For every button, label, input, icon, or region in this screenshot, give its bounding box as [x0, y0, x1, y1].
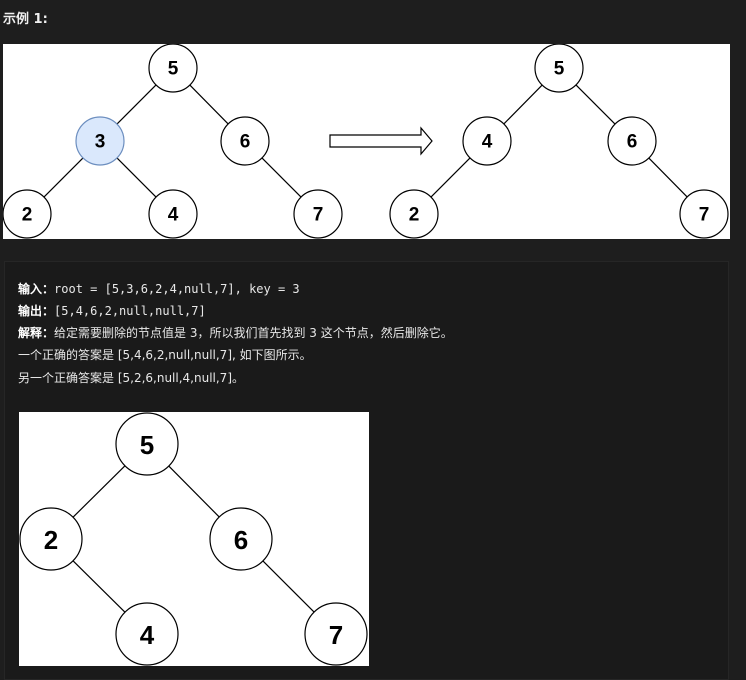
- after-tree-node-label: 4: [482, 132, 493, 153]
- output-value: [5,4,6,2,null,null,7]: [54, 304, 206, 318]
- after-tree-edge-m4-m2: [430, 157, 471, 198]
- after-tree-node-circle: [389, 189, 439, 239]
- answer-line-2: 另一个正确答案是 [5,2,6,null,4,null,7]。: [18, 371, 244, 385]
- alt-tree-edge-k6-k7: [262, 560, 315, 613]
- alt-tree-node-5: 5: [115, 412, 179, 476]
- figure-alternate-answer: 5 2 6 4 7: [19, 412, 369, 666]
- after-tree-node-label: 2: [409, 205, 420, 226]
- before-tree-node-circle: [3, 189, 52, 239]
- alt-tree-node-circle: [19, 507, 83, 571]
- alt-tree-edge-k2-k4: [72, 560, 126, 613]
- figure-before-after: 5 3 6 2 4 7 5 4 6 2 7: [3, 44, 730, 239]
- output-line: 输出：[5,4,6,2,null,null,7]: [18, 303, 206, 319]
- before-tree-edge-n3-n4: [116, 157, 157, 198]
- alt-tree-node-label: 2: [44, 525, 58, 555]
- before-tree-node-5: 5: [148, 44, 198, 93]
- answer-line-1: 一个正确的答案是 [5,4,6,2,null,null,7], 如下图所示。: [18, 348, 312, 362]
- after-tree-node-label: 5: [554, 59, 565, 80]
- after-tree-node-circle: [462, 116, 512, 166]
- alt-tree-node-circle: [209, 507, 273, 571]
- alt-tree-edge-k5-k6: [168, 465, 220, 518]
- before-tree-node-circle: [148, 189, 198, 239]
- before-tree-node-3: 3: [75, 116, 125, 166]
- before-tree-node-circle: [293, 189, 343, 239]
- after-tree-edge-m5-m6: [575, 84, 616, 125]
- after-tree-edge-m5-m4: [503, 84, 543, 125]
- before-tree-node-label: 3: [95, 132, 106, 153]
- after-tree-node-label: 6: [627, 132, 638, 153]
- before-tree-edge-n6-n7: [261, 157, 302, 198]
- after-tree-node-circle: [607, 116, 657, 166]
- after-tree-node-4: 4: [462, 116, 512, 166]
- after-tree-edge-m6-m7: [648, 157, 688, 198]
- figure-before-after-svg: 5 3 6 2 4 7 5 4 6 2 7: [3, 44, 729, 239]
- alt-tree-node-label: 5: [140, 430, 154, 460]
- before-tree-node-2: 2: [3, 189, 52, 239]
- explain-label: 解释：: [18, 326, 55, 340]
- after-tree-node-label: 7: [699, 205, 710, 226]
- before-tree-node-label: 7: [313, 205, 324, 226]
- before-tree-edge-n5-n3: [116, 84, 157, 125]
- alt-tree-node-circle: [115, 602, 179, 666]
- after-tree-node-circle: [679, 189, 729, 239]
- before-tree-edge-n5-n6: [189, 84, 229, 125]
- alt-tree-edge-k5-k2: [72, 465, 126, 518]
- alt-tree-node-circle: [304, 602, 368, 666]
- example-heading: 示例 1:: [3, 12, 48, 27]
- before-tree-node-circle: [75, 116, 125, 166]
- input-line: 输入：root = [5,3,6,2,4,null,7], key = 3: [18, 281, 300, 297]
- after-tree-node-7: 7: [679, 189, 729, 239]
- before-tree-node-label: 2: [22, 205, 33, 226]
- input-value: root = [5,3,6,2,4,null,7], key = 3: [54, 282, 300, 296]
- before-tree-node-circle: [148, 44, 198, 93]
- alt-tree-node-label: 4: [140, 620, 155, 650]
- input-label: 输入：: [18, 282, 55, 296]
- output-label: 输出：: [18, 304, 55, 318]
- before-tree-node-label: 5: [168, 59, 179, 80]
- before-tree-node-7: 7: [293, 189, 343, 239]
- alt-tree-node-6: 6: [209, 507, 273, 571]
- alt-tree-node-label: 7: [329, 620, 343, 650]
- alt-tree-node-7: 7: [304, 602, 368, 666]
- alt-tree-node-4: 4: [115, 602, 179, 666]
- after-tree-node-circle: [534, 44, 584, 93]
- before-tree-edge-n3-n2: [43, 157, 84, 198]
- alt-tree-node-2: 2: [19, 507, 83, 571]
- after-tree-node-6: 6: [607, 116, 657, 166]
- before-tree-node-label: 4: [168, 205, 179, 226]
- before-tree-node-label: 6: [240, 132, 251, 153]
- arrow-icon: [329, 126, 433, 156]
- before-tree-node-6: 6: [220, 116, 270, 166]
- alt-tree-node-label: 6: [234, 525, 248, 555]
- explain-text: 给定需要删除的节点值是 3，所以我们首先找到 3 这个节点，然后删除它。: [54, 326, 453, 340]
- before-tree-node-circle: [220, 116, 270, 166]
- explain-line: 解释：给定需要删除的节点值是 3，所以我们首先找到 3 这个节点，然后删除它。: [18, 325, 453, 341]
- after-tree-node-5: 5: [534, 44, 584, 93]
- after-tree-node-2: 2: [389, 189, 439, 239]
- figure-alternate-answer-svg: 5 2 6 4 7: [19, 412, 368, 666]
- before-tree-node-4: 4: [148, 189, 198, 239]
- alt-tree-node-circle: [115, 412, 179, 476]
